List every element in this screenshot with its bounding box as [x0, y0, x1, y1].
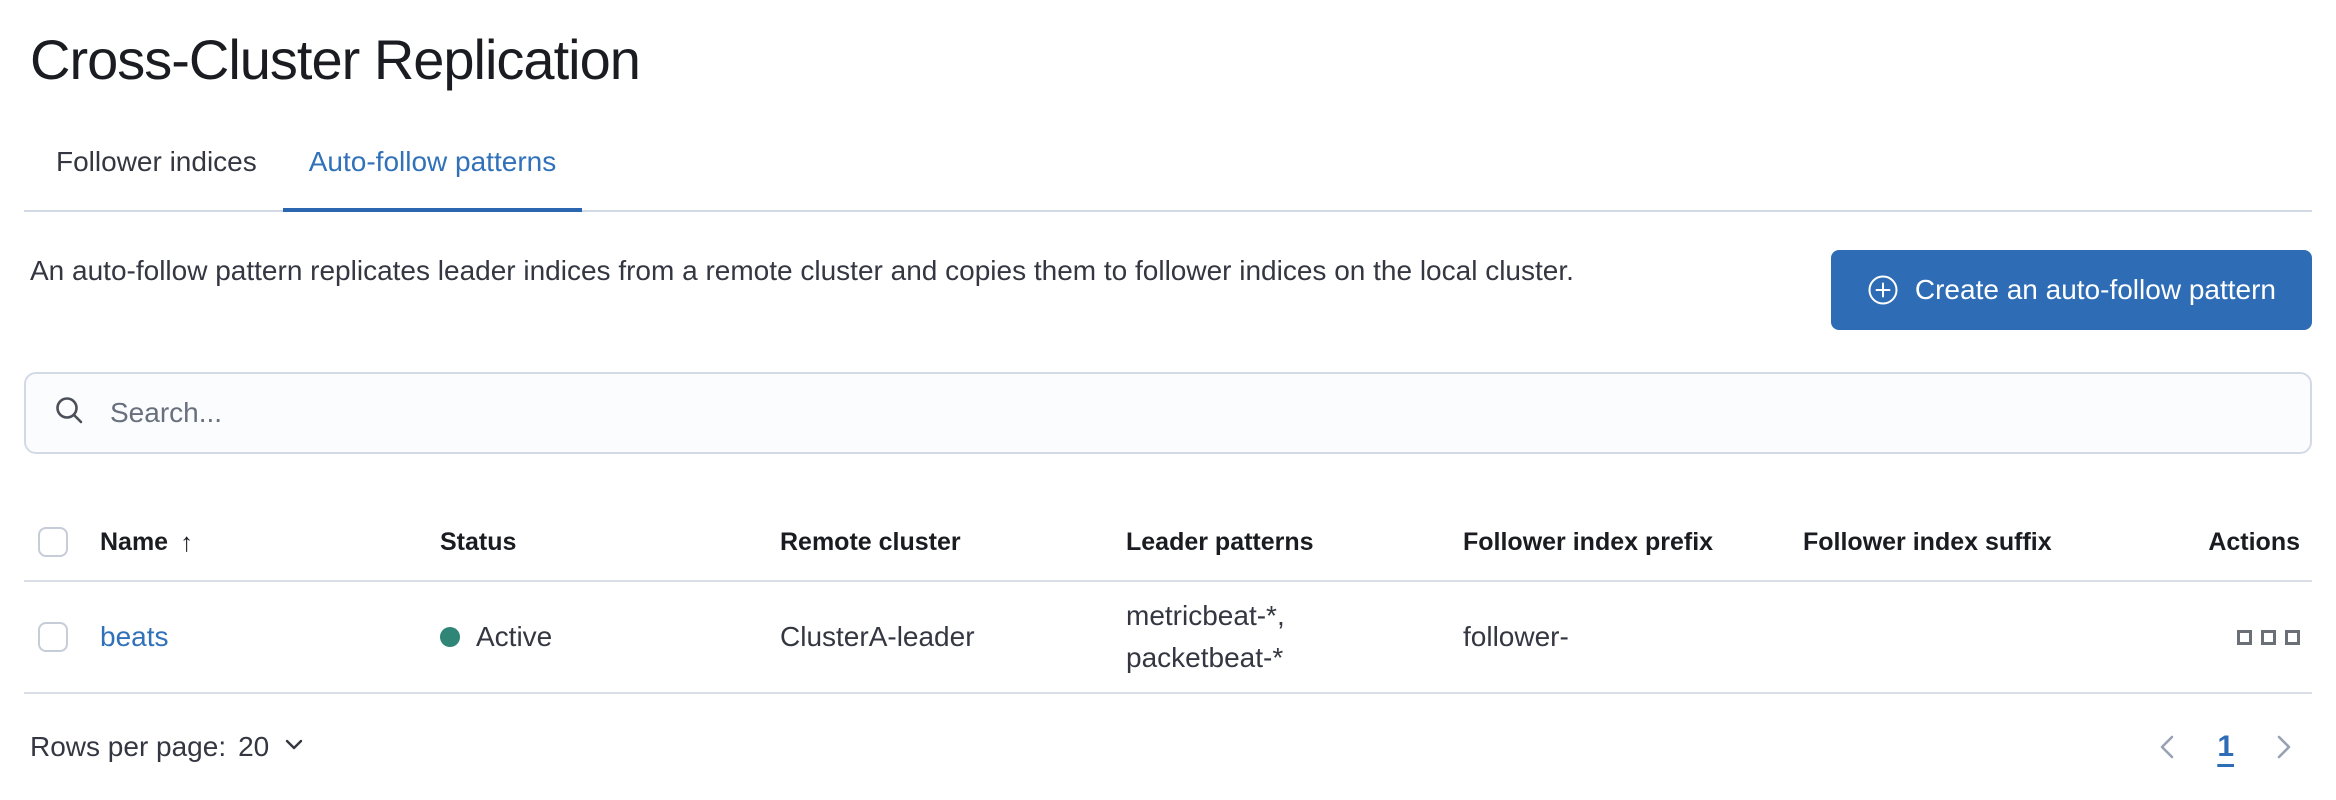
chevron-down-icon: [281, 731, 307, 764]
column-header-actions: Actions: [2208, 527, 2300, 556]
cell-name: beats: [100, 621, 440, 653]
column-header-name[interactable]: Name ↑: [100, 526, 194, 557]
row-checkbox-cell: [24, 622, 100, 652]
arrow-up-icon: ↑: [180, 526, 194, 557]
search-input[interactable]: [110, 397, 2284, 429]
table-row: beats Active ClusterA-leader metricbeat-…: [24, 582, 2312, 694]
pagination-page-1[interactable]: 1: [2217, 730, 2234, 763]
chevron-left-icon[interactable]: [2151, 730, 2185, 764]
rows-per-page-value: 20: [238, 731, 270, 762]
chevron-right-icon[interactable]: [2266, 730, 2300, 764]
column-header-status: Status: [440, 527, 517, 556]
tab-follower-indices[interactable]: Follower indices: [56, 146, 257, 177]
cell-actions: [2203, 629, 2312, 645]
header-section: An auto-follow pattern replicates leader…: [24, 248, 2312, 330]
page-description: An auto-follow pattern replicates leader…: [30, 255, 1574, 286]
rows-per-page-button[interactable]: Rows per page: 20: [30, 731, 307, 764]
create-auto-follow-pattern-button[interactable]: Create an auto-follow pattern: [1830, 250, 2312, 330]
search-icon: [52, 393, 88, 434]
cell-leader-patterns: metricbeat-*, packetbeat-*: [1126, 600, 1285, 673]
cell-follower-index-prefix: follower-: [1463, 621, 1569, 652]
table-header-row: Name ↑ Status Remote cluster Leader patt…: [24, 504, 2312, 582]
row-checkbox[interactable]: [38, 622, 68, 652]
column-header-follower-index-prefix: Follower index prefix: [1463, 527, 1714, 556]
page-title: Cross-Cluster Replication: [30, 28, 641, 91]
cell-status: Active: [440, 621, 780, 653]
select-all-checkbox[interactable]: [38, 527, 68, 557]
boxes-horizontal-icon[interactable]: [2237, 629, 2300, 645]
table-footer: Rows per page: 20 1: [24, 730, 2312, 764]
cross-cluster-replication-page: Cross-Cluster Replication Follower indic…: [24, 28, 2312, 764]
plus-in-circle-icon: [1867, 274, 1899, 306]
pattern-name-link[interactable]: beats: [100, 621, 169, 652]
tab-auto-follow-patterns[interactable]: Auto-follow patterns: [282, 128, 583, 212]
header-checkbox-cell: [24, 527, 100, 557]
status-label: Active: [476, 621, 553, 652]
column-header-remote-cluster: Remote cluster: [780, 527, 961, 556]
rows-per-page-label: Rows per page:: [30, 731, 227, 762]
column-header-leader-patterns: Leader patterns: [1126, 527, 1314, 556]
tab-bar: Follower indices Auto-follow patterns: [24, 128, 2312, 212]
search-bar: [24, 372, 2312, 454]
status-active-dot-icon: [440, 627, 460, 647]
pagination: 1: [2151, 730, 2306, 764]
create-button-label: Create an auto-follow pattern: [1914, 274, 2276, 305]
cell-remote-cluster: ClusterA-leader: [780, 621, 975, 652]
column-header-follower-index-suffix: Follower index suffix: [1803, 527, 2052, 556]
